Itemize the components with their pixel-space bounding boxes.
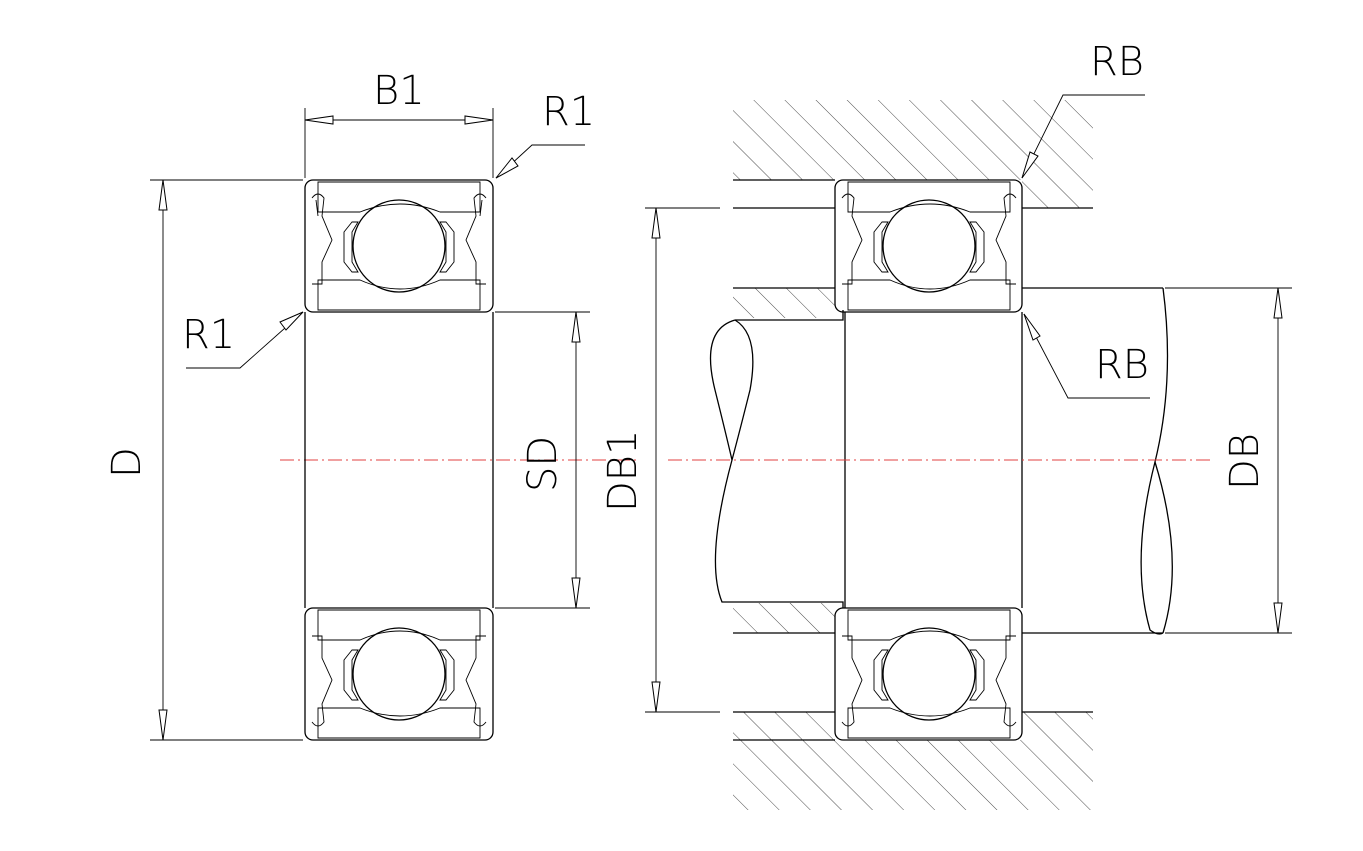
ball-icon <box>882 627 976 721</box>
shaft <box>709 287 1173 635</box>
bearing-section-top <box>304 179 494 313</box>
label-db: DB <box>1222 433 1268 490</box>
bearing-section-bottom <box>304 607 494 741</box>
right-mounting-view: RB RB DB1 DB <box>600 39 1292 810</box>
ball-icon <box>882 199 976 293</box>
mounted-bearing-top <box>834 179 1023 313</box>
label-rb-top: RB <box>1090 39 1144 85</box>
label-db1: DB1 <box>600 430 646 512</box>
ball-icon <box>352 199 446 293</box>
ball-icon <box>352 627 446 721</box>
label-sd: SD <box>520 436 566 492</box>
mounted-bearing-bottom <box>834 607 1023 741</box>
label-b1: B1 <box>373 68 425 114</box>
label-d: D <box>104 447 150 478</box>
label-r1-top: R1 <box>542 89 595 135</box>
label-r1-left: R1 <box>182 312 235 358</box>
left-bearing-view: B1 R1 R1 D SD <box>104 68 640 741</box>
label-rb-mid: RB <box>1095 342 1149 388</box>
